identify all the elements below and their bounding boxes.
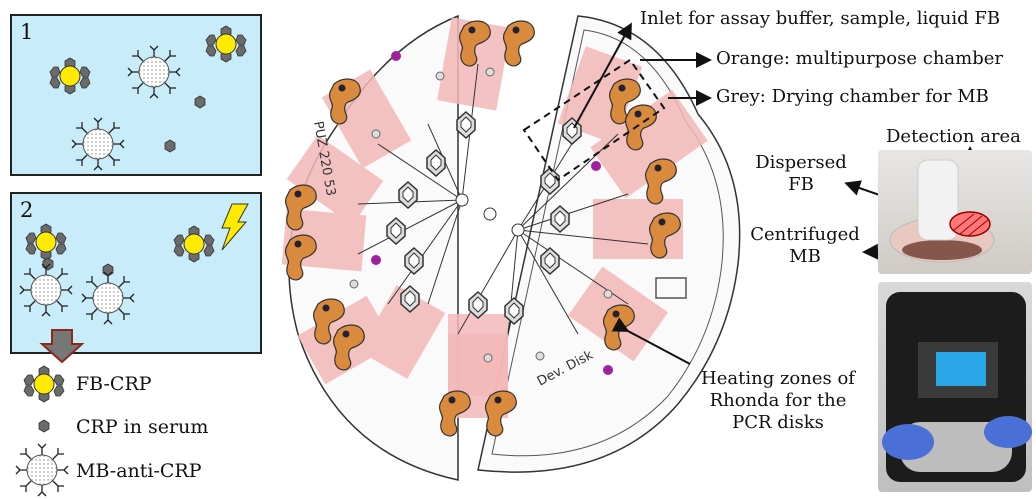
panel-1-illustration [12, 16, 264, 178]
legend-mb-anti-crp: MB-anti-CRP [76, 460, 202, 482]
device-illustration [878, 282, 1032, 492]
fb-crp-icon [26, 224, 66, 260]
cuvette-illustration [878, 150, 1032, 274]
crp-icon [103, 264, 113, 276]
down-arrow-icon [42, 330, 82, 362]
callout-centrifuged-mb: Centrifuged MB [750, 224, 860, 268]
mb-anti-crp-icon [16, 444, 68, 496]
multipurpose-chamber [504, 21, 535, 66]
mb-anti-crp-icon [128, 46, 180, 98]
callout-grey: Grey: Drying chamber for MB [716, 86, 989, 107]
panel-2-illustration [12, 194, 264, 356]
detection-photo [878, 150, 1032, 274]
mb-anti-crp-icon [72, 118, 124, 170]
callout-inlet: Inlet for assay buffer, sample, liquid F… [640, 8, 1000, 29]
panel-2: 2 [10, 192, 262, 354]
mb-anti-crp-icon [20, 264, 72, 316]
crp-icon [165, 140, 175, 152]
legend-fb-crp: FB-CRP [76, 373, 152, 395]
legend-crp-serum: CRP in serum [76, 416, 208, 438]
panel-1: 1 [10, 14, 262, 176]
fb-crp-icon [50, 58, 90, 94]
legend-icons [10, 366, 70, 496]
callout-orange: Orange: multipurpose chamber [716, 48, 1003, 69]
crp-icon [43, 258, 53, 270]
callout-detection-area: Detection area [886, 126, 1021, 147]
fb-crp-icon [174, 226, 214, 262]
callout-heating-zones: Heating zones of Rhonda for the PCR disk… [696, 368, 860, 434]
microfluidic-disk: PUZ 220 53 Dev. Disk [278, 4, 758, 494]
rhonda-device-photo [878, 282, 1032, 492]
callout-dispersed-fb: Dispersed FB [754, 152, 848, 196]
fb-crp-icon [206, 26, 246, 62]
crp-icon [195, 96, 205, 108]
lightning-icon [222, 204, 248, 250]
mb-anti-crp-icon [82, 272, 134, 324]
fb-crp-icon [24, 366, 64, 402]
crp-icon [39, 420, 49, 432]
